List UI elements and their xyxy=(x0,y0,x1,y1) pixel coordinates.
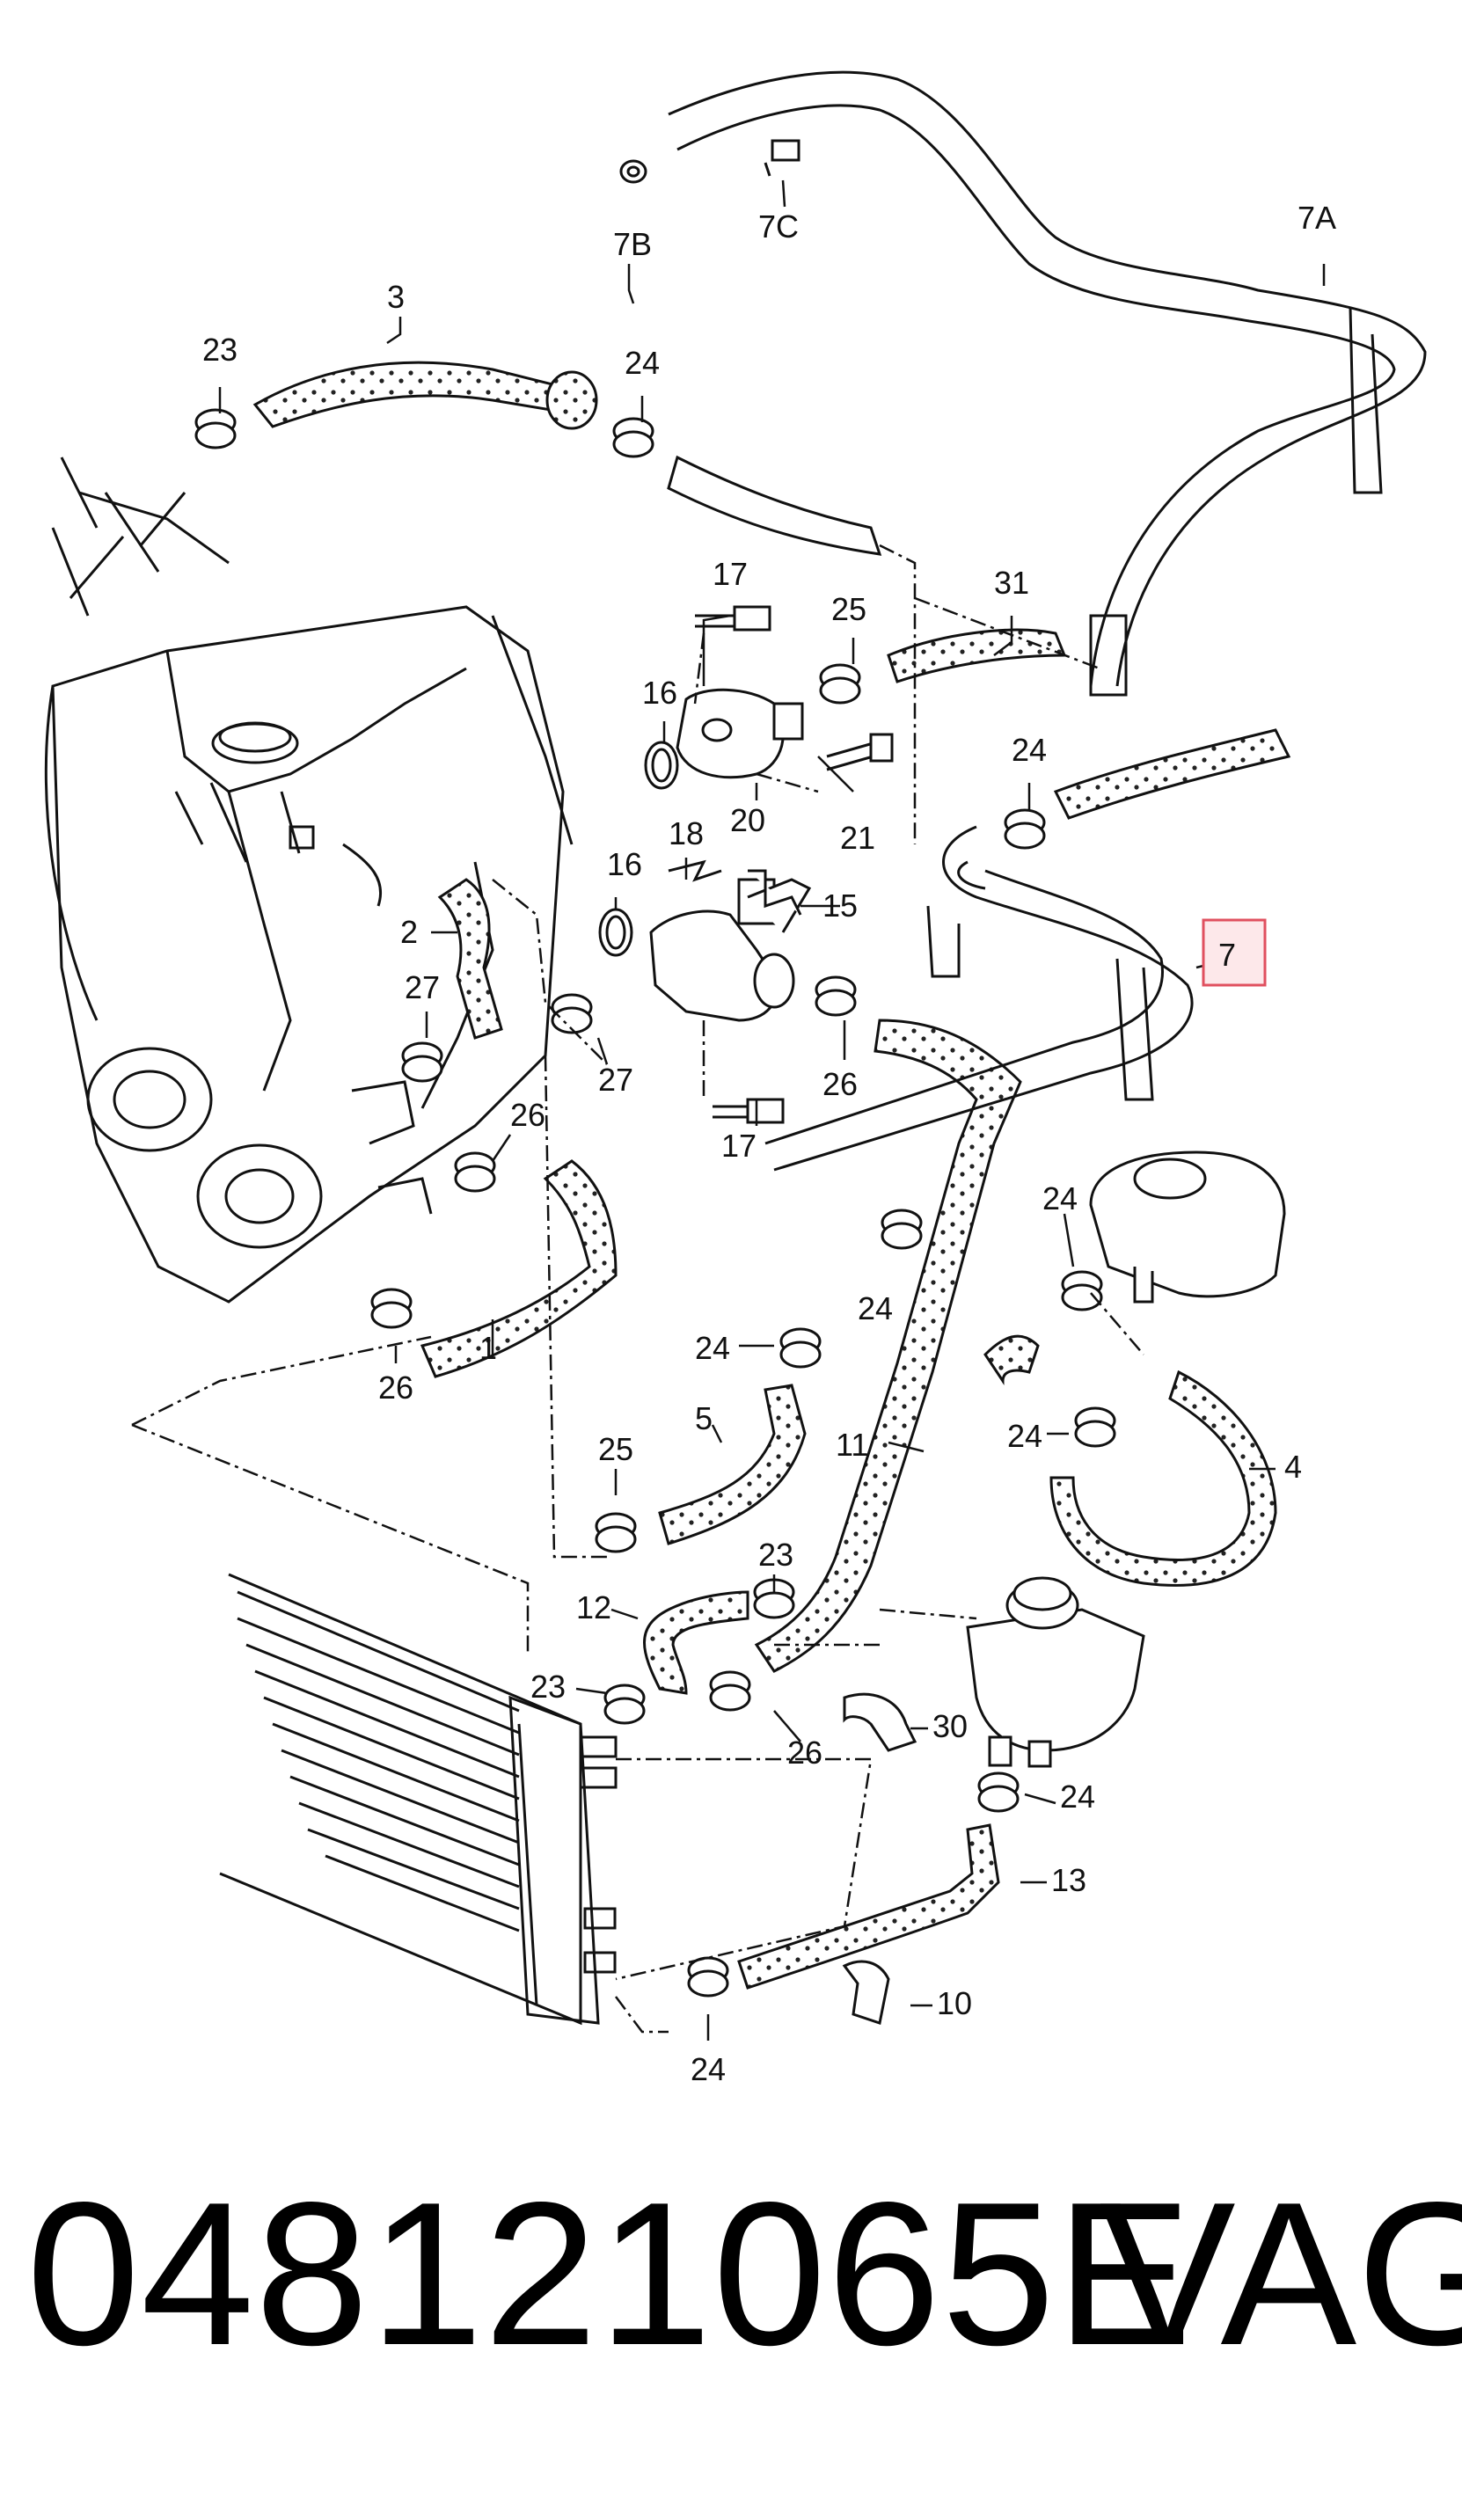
label-20: 20 xyxy=(730,802,765,838)
label-5: 5 xyxy=(695,1400,713,1436)
label-10: 10 xyxy=(937,1985,972,2021)
label-24: 24 xyxy=(1042,1180,1078,1216)
label-16: 16 xyxy=(642,675,677,711)
label-12: 12 xyxy=(576,1589,611,1625)
label-24: 24 xyxy=(625,345,660,381)
label-26: 26 xyxy=(510,1097,545,1133)
label-27: 27 xyxy=(405,969,440,1005)
label-2: 2 xyxy=(400,914,418,950)
label-17: 17 xyxy=(713,556,748,592)
label-18: 18 xyxy=(669,815,704,851)
label-27: 27 xyxy=(598,1062,633,1098)
clamps-and-fittings xyxy=(194,139,1286,2025)
hose-2 xyxy=(437,878,503,1040)
label-7A: 7A xyxy=(1298,200,1336,236)
label-24: 24 xyxy=(691,2051,726,2087)
hose-31 xyxy=(887,628,1067,683)
hose-1 xyxy=(420,1159,618,1378)
radiator xyxy=(219,1573,618,2026)
label-13: 13 xyxy=(1051,1862,1086,1898)
label-24: 24 xyxy=(695,1330,730,1366)
label-30: 30 xyxy=(932,1708,968,1744)
label-24: 24 xyxy=(1007,1418,1042,1454)
label-23: 23 xyxy=(758,1537,793,1573)
hose-5 xyxy=(658,1384,807,1545)
label-26: 26 xyxy=(787,1735,822,1771)
label-24: 24 xyxy=(858,1290,893,1326)
label-11: 11 xyxy=(836,1427,868,1463)
label-26: 26 xyxy=(378,1370,413,1406)
label-23: 23 xyxy=(202,332,238,368)
label-25: 25 xyxy=(831,591,866,627)
label-17: 17 xyxy=(721,1128,757,1164)
label-4: 4 xyxy=(1284,1449,1302,1485)
coolant-hose-exploded-diagram: 3 23 24 7A 7B 7C 17 25 31 16 24 20 21 16… xyxy=(44,70,1427,2087)
brand-name: VAG xyxy=(1100,2160,1462,2388)
label-7: 7 xyxy=(1218,937,1236,973)
label-15: 15 xyxy=(822,887,858,924)
label-1: 1 xyxy=(479,1330,497,1366)
label-7C: 7C xyxy=(758,208,799,245)
label-24: 24 xyxy=(1012,732,1047,768)
label-31: 31 xyxy=(994,565,1029,601)
label-25: 25 xyxy=(598,1431,633,1467)
label-21: 21 xyxy=(840,820,875,856)
hose-3 xyxy=(252,361,574,428)
label-26: 26 xyxy=(822,1066,858,1102)
hoses xyxy=(252,361,1291,1990)
metal-pipes xyxy=(668,70,1427,1172)
hose-13 xyxy=(737,1823,1000,1990)
part-labels: 3 23 24 7A 7B 7C 17 25 31 16 24 20 21 16… xyxy=(202,200,1336,2087)
label-23: 23 xyxy=(530,1669,566,1705)
hose-4 xyxy=(1049,1370,1277,1587)
label-7B: 7B xyxy=(613,226,652,262)
part-number: 048121065E xyxy=(26,2160,1193,2388)
label-16: 16 xyxy=(607,846,642,882)
callout-7-highlight: 7 xyxy=(1202,918,1267,987)
label-3: 3 xyxy=(387,279,405,315)
label-24: 24 xyxy=(1060,1779,1095,1815)
hose-12 xyxy=(643,1590,749,1695)
leader-lines xyxy=(131,179,1326,2041)
